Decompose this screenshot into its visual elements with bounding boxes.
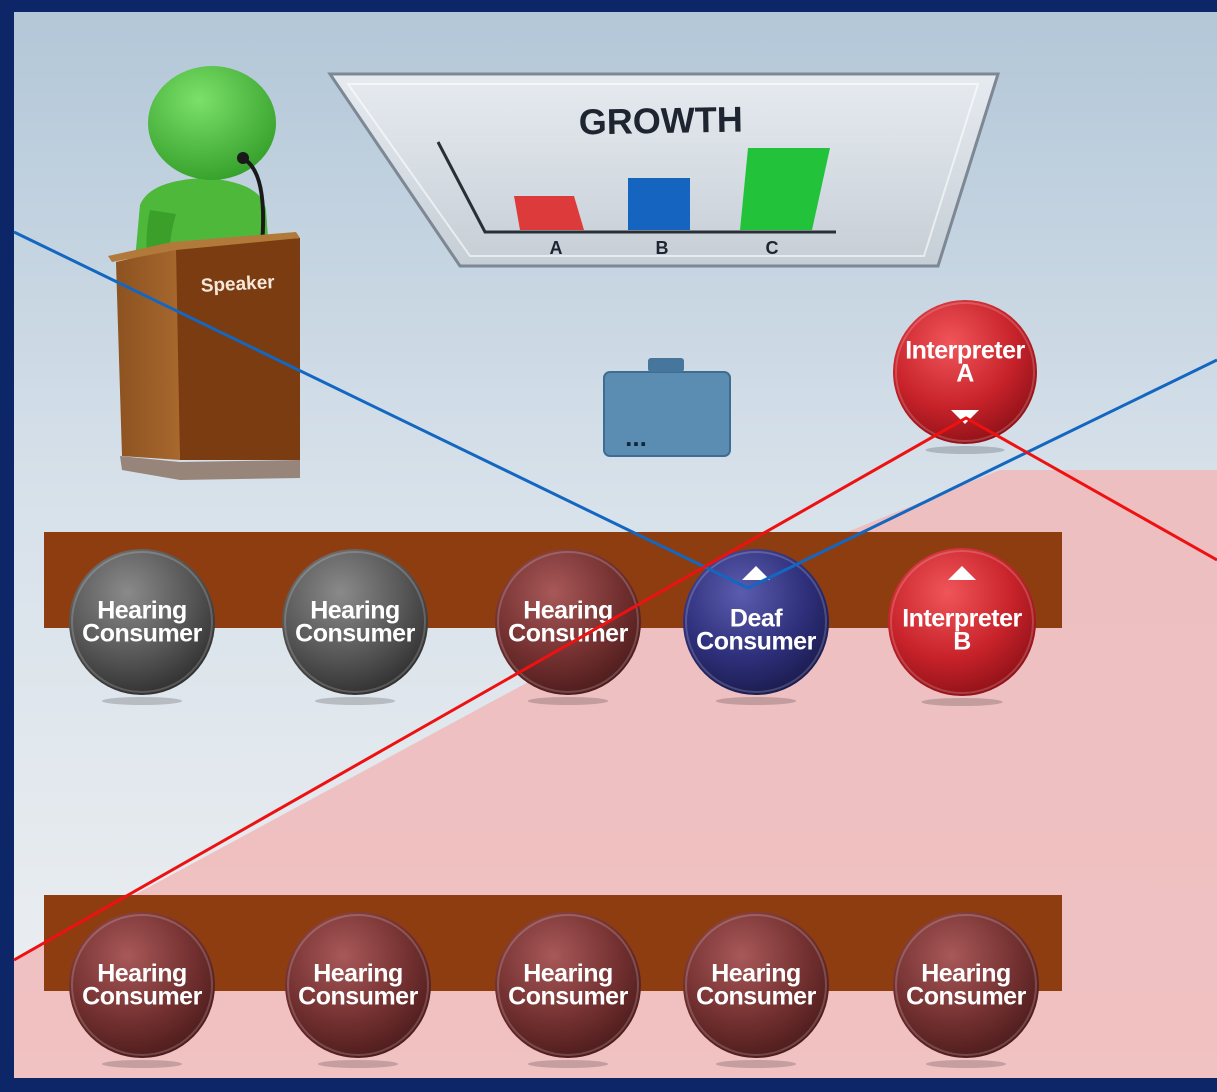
bar-c xyxy=(740,148,830,230)
hearing-consumer-row2-3-circle xyxy=(495,912,641,1058)
participant-nodes: HearingConsumerHearingConsumerHearingCon… xyxy=(69,300,1039,1068)
hearing-consumer-row2-1-label-line-1: Hearing xyxy=(97,959,187,987)
interpreter-b-label-line-2: B xyxy=(953,627,971,655)
hearing-consumer-row1-2-label-line-1: Hearing xyxy=(310,596,400,624)
hearing-consumer-row1-1-label-line-1: Hearing xyxy=(97,596,187,624)
interpreter-a-label-line-2: A xyxy=(956,359,974,387)
hearing-consumer-row2-5-label-line-1: Hearing xyxy=(921,959,1011,987)
hearing-consumer-row2-4-label-line-2: Consumer xyxy=(696,982,816,1010)
hearing-consumer-row2-3-label-line-2: Consumer xyxy=(508,982,628,1010)
hearing-consumer-row2-1-circle xyxy=(69,912,215,1058)
interpreter-b-arrow-up-icon xyxy=(948,566,976,580)
projector-dots: ... xyxy=(625,422,647,452)
growth-title: GROWTH xyxy=(578,99,743,143)
interpreter-b-circle xyxy=(888,548,1036,696)
hearing-consumer-row2-2-label-line-2: Consumer xyxy=(298,982,418,1010)
bar-label-a: A xyxy=(550,238,563,258)
hearing-consumer-row2-2-label-line-1: Hearing xyxy=(313,959,403,987)
bar-b xyxy=(628,178,690,230)
interpreter-b-label-line-1: Interpreter xyxy=(902,604,1022,632)
hearing-consumer-row1-3-circle xyxy=(495,549,641,695)
chart-axis xyxy=(436,141,836,234)
hearing-consumer-row2-1-label-line-2: Consumer xyxy=(82,982,202,1010)
bar-label-c: C xyxy=(766,238,779,258)
hearing-consumer-row2-3-label-line-1: Hearing xyxy=(523,959,613,987)
hearing-consumer-row1-2-circle xyxy=(282,549,428,695)
hearing-consumer-row1-1-label-line-2: Consumer xyxy=(82,619,202,647)
blue-sightline xyxy=(13,230,1217,590)
hearing-consumer-row1-2-label-line-2: Consumer xyxy=(295,619,415,647)
hearing-consumer-row2-5-label-line-2: Consumer xyxy=(906,982,1026,1010)
projector-device: ... xyxy=(603,358,731,457)
red-sightline xyxy=(13,416,1217,962)
deaf-consumer-label-line-2: Consumer xyxy=(696,627,816,655)
deaf-consumer-circle xyxy=(683,549,829,695)
bar-a xyxy=(514,196,584,230)
speaker-label: Speaker xyxy=(200,272,276,297)
bar-label-b: B xyxy=(656,238,669,258)
hearing-consumer-row1-3-label-line-1: Hearing xyxy=(523,596,613,624)
hearing-consumer-row1-1-circle xyxy=(69,549,215,695)
interpreter-a-label-line-1: Interpreter xyxy=(905,336,1025,364)
hearing-consumer-row2-4-label-line-1: Hearing xyxy=(711,959,801,987)
hearing-consumer-row2-5-circle xyxy=(893,912,1039,1058)
projection-screen: GROWTH A B C xyxy=(327,72,1001,268)
hearing-consumer-row2-4-circle xyxy=(683,912,829,1058)
deaf-consumer-label-line-1: Deaf xyxy=(730,604,783,632)
hearing-consumer-row2-2-circle xyxy=(285,912,431,1058)
deaf-consumer-arrow-up-icon xyxy=(742,566,770,580)
podium: Speaker xyxy=(108,232,300,480)
interpreter-a-circle xyxy=(893,300,1037,444)
